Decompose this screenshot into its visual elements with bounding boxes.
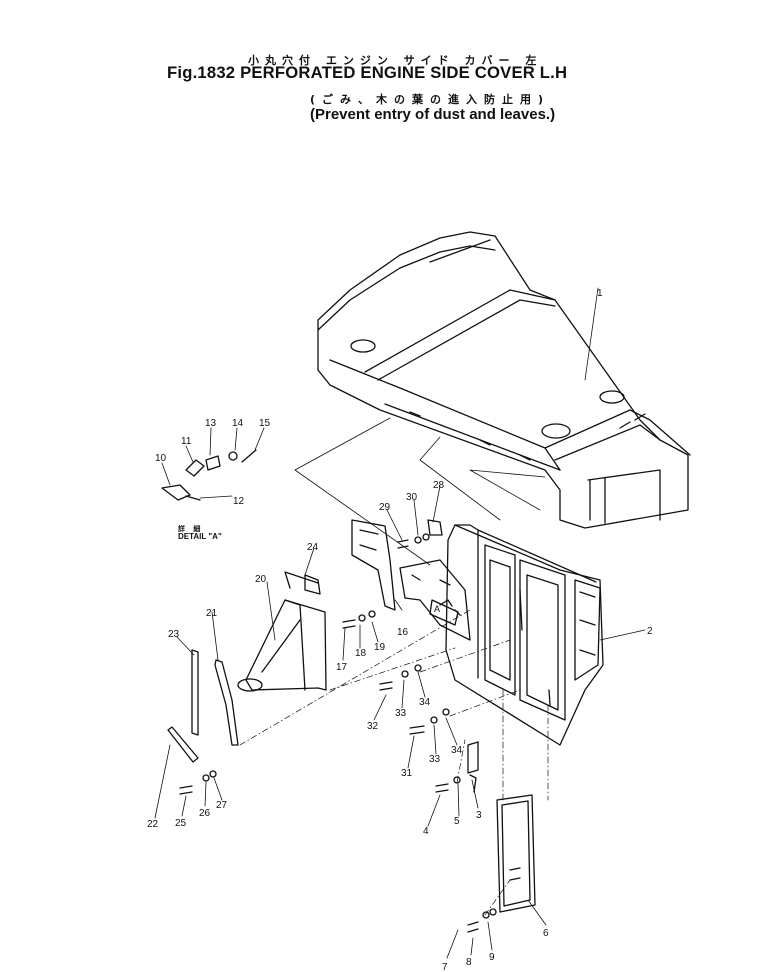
part-label-33a: 33	[395, 708, 407, 719]
detail-japanese-label: 詳 細	[178, 525, 204, 533]
part-label-23: 23	[168, 629, 180, 640]
part-label-4: 4	[423, 826, 429, 837]
part-label-20: 20	[255, 574, 267, 585]
part-label-24: 24	[307, 542, 319, 553]
detail-a-parts	[161, 449, 257, 501]
part-label-21: 21	[206, 608, 218, 619]
part-label-2: 2	[647, 626, 653, 637]
part-label-13: 13	[205, 418, 217, 429]
part-label-27: 27	[216, 800, 228, 811]
part-label-15: 15	[259, 418, 271, 429]
alignment-lines	[239, 609, 549, 916]
part-label-7: 7	[442, 962, 448, 972]
part-label-34b: 34	[451, 745, 463, 756]
japanese-subtitle: (ごみ、木の葉の進入防止用)	[310, 93, 551, 106]
projection-lines	[294, 417, 546, 566]
part-label-5: 5	[454, 816, 460, 827]
part-label-10: 10	[155, 453, 167, 464]
bracket-assembly: A	[351, 519, 471, 641]
engine-hood	[317, 231, 691, 529]
diagram-header: 小丸穴付 エンジン サイド カバー 左 Fig.1832 PERFORATED …	[0, 0, 761, 140]
access-cover-plate	[496, 794, 536, 913]
part-label-16: 16	[397, 627, 409, 638]
leader-lines	[154, 287, 646, 959]
part-label-19: 19	[374, 642, 386, 653]
side-cover-panel	[445, 524, 604, 746]
part-label-8: 8	[466, 957, 472, 968]
detail-a-label: DETAIL "A"	[178, 532, 222, 541]
japanese-title: 小丸穴付 エンジン サイド カバー 左	[248, 54, 543, 67]
part-label-29: 29	[379, 502, 391, 513]
part-label-26: 26	[199, 808, 211, 819]
latch-assembly	[467, 741, 479, 793]
part-label-17: 17	[336, 662, 348, 673]
part-label-22: 22	[147, 819, 159, 830]
part-label-11: 11	[181, 436, 192, 447]
part-label-9: 9	[489, 952, 495, 963]
part-number-labels: 1 2 3 4 5 6 7 8 9 10 11 12 13 14 15 16 1…	[147, 288, 653, 972]
part-label-1: 1	[597, 288, 603, 299]
figure-subtitle: (Prevent entry of dust and leaves.)	[310, 106, 556, 123]
part-label-6: 6	[543, 928, 549, 939]
part-label-3: 3	[476, 810, 482, 821]
part-label-28: 28	[433, 480, 445, 491]
part-label-14: 14	[232, 418, 244, 429]
detail-a-marker: A	[434, 604, 440, 614]
part-label-12: 12	[233, 496, 245, 507]
part-label-34a: 34	[419, 697, 431, 708]
figure-title: Fig.1832 PERFORATED ENGINE SIDE COVER L.…	[167, 63, 568, 82]
air-funnel	[237, 571, 327, 692]
fasteners	[179, 533, 497, 933]
part-label-32: 32	[367, 721, 379, 732]
seal-strips	[167, 649, 239, 763]
part-label-31: 31	[401, 768, 413, 779]
part-label-30: 30	[406, 492, 418, 503]
part-label-25: 25	[175, 818, 187, 829]
part-label-33b: 33	[429, 754, 441, 765]
part-label-18: 18	[355, 648, 367, 659]
